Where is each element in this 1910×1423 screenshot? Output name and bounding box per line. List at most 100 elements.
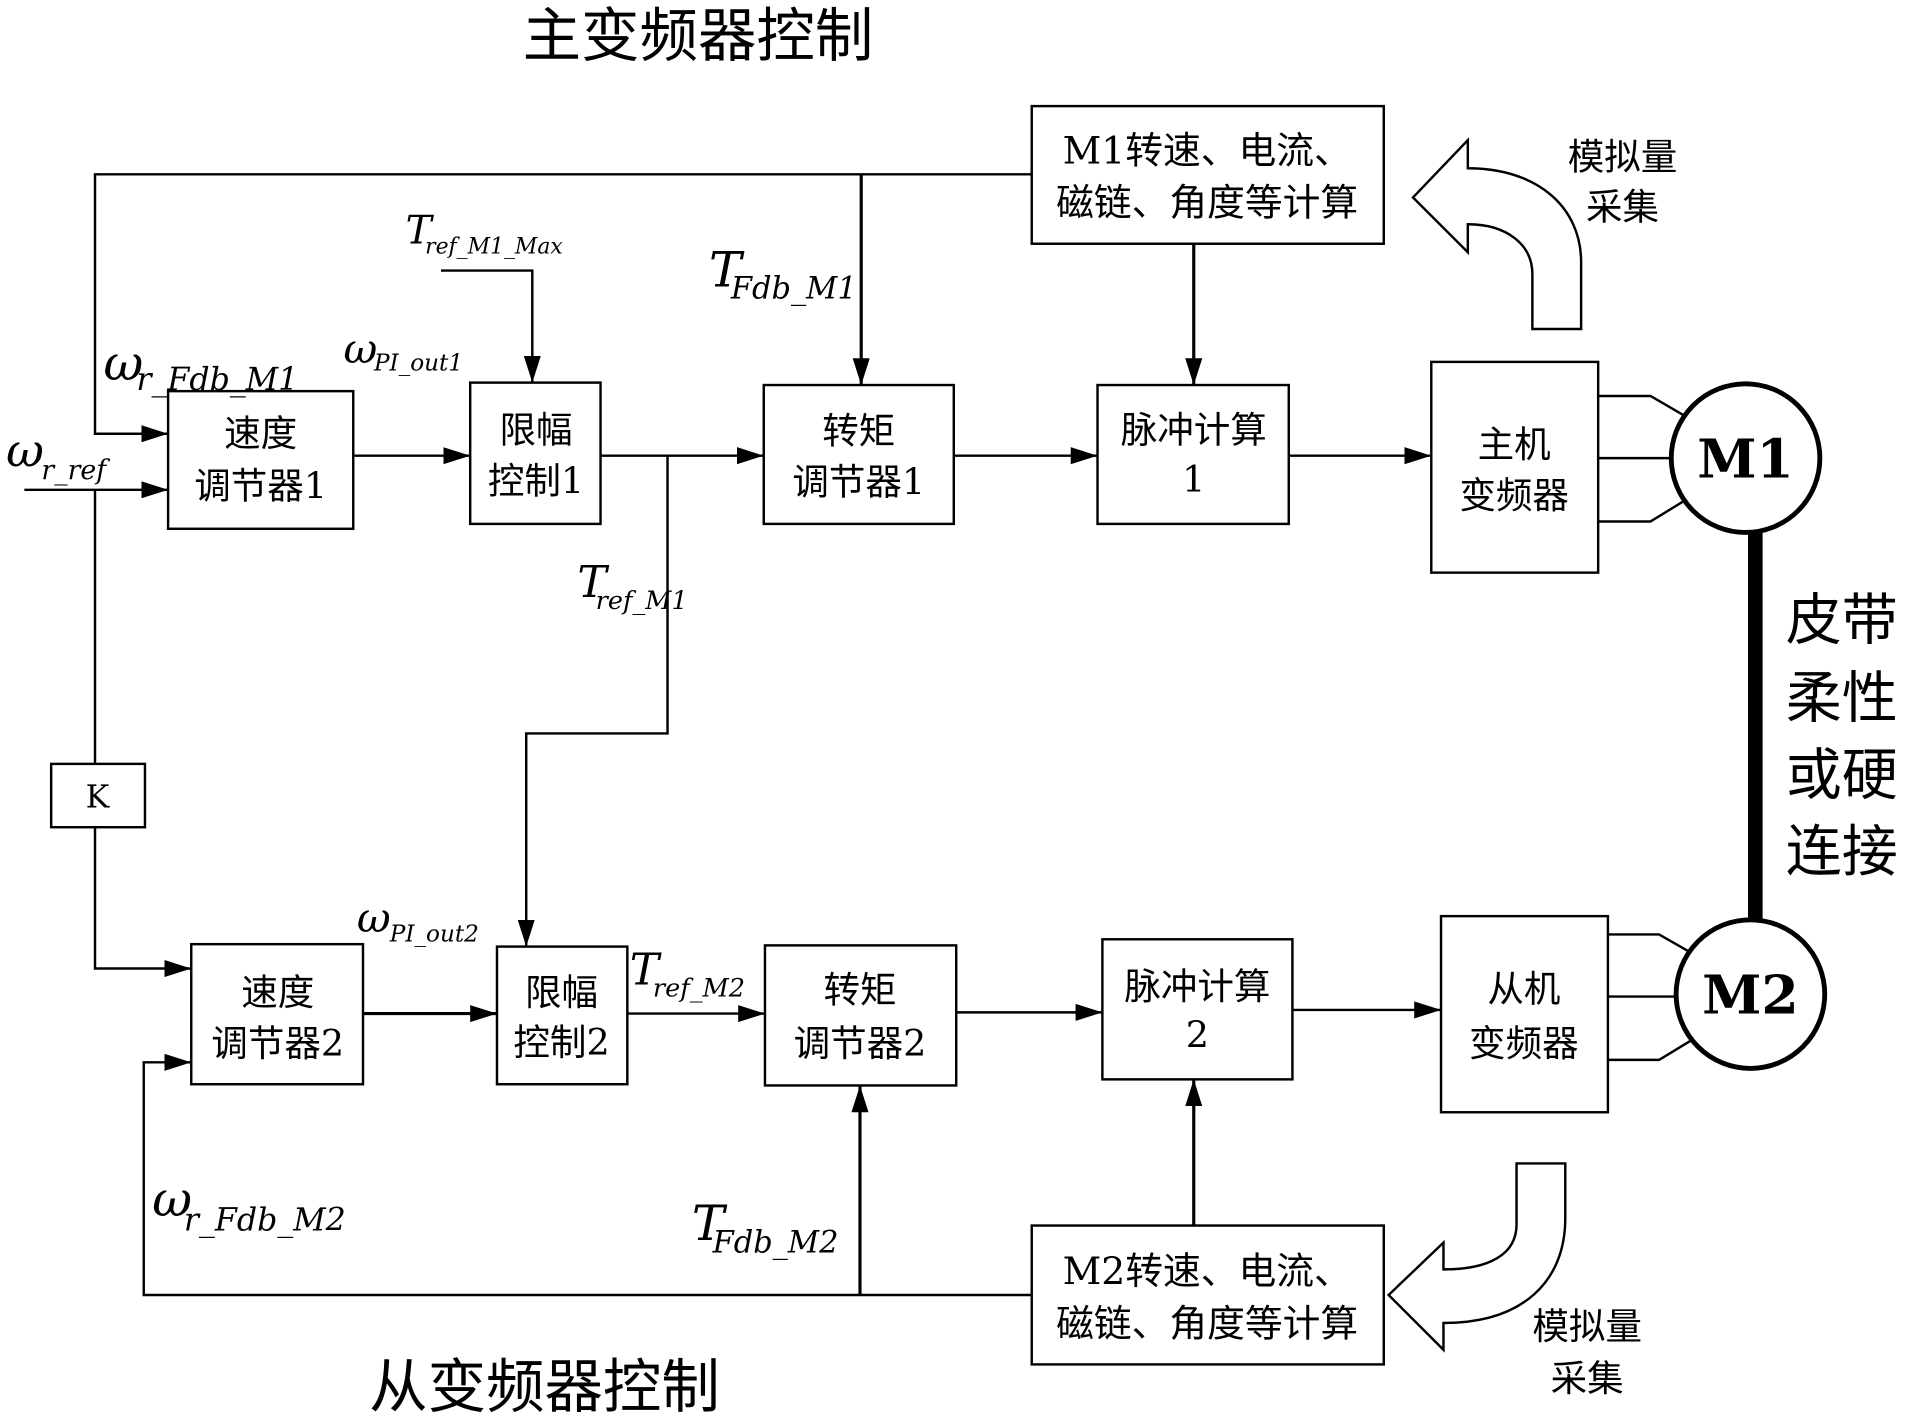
limiter-1-block: 限幅 控制1 bbox=[468, 381, 602, 526]
signal-w-r-ref: ω r_ref bbox=[6, 424, 110, 486]
m2-calc-line-1: M2转速、电流、 bbox=[1063, 1249, 1352, 1293]
torque-regulator-1-line-2: 调节器1 bbox=[792, 461, 925, 504]
signal-w-r-fdb-m1-sub: r_Fdb_M1 bbox=[136, 362, 298, 398]
torque-regulator-2-line-1: 转矩 bbox=[823, 969, 896, 1012]
slave-inverter-box bbox=[1439, 914, 1610, 1114]
pulse-calc-1-box bbox=[1096, 383, 1290, 526]
m1-calc-block: M1转速、电流、 磁链、角度等计算 bbox=[1030, 104, 1385, 245]
master-inverter-block: 主机 变频器 bbox=[1430, 360, 1600, 574]
pulse-calc-2-line-1: 脉冲计算 bbox=[1124, 965, 1270, 1008]
pulse-calc-1-line-1: 脉冲计算 bbox=[1121, 408, 1267, 451]
coupling-label-line-2: 柔性 bbox=[1786, 667, 1898, 732]
pulse-calc-2-line-2: 2 bbox=[1186, 1014, 1209, 1057]
signal-t-fdb-m2-sub: Fdb_M2 bbox=[712, 1225, 839, 1260]
limiter-1-line-1: 限幅 bbox=[499, 408, 572, 451]
speed-regulator-2-box bbox=[190, 942, 365, 1086]
coupling-label-line-4: 连接 bbox=[1786, 820, 1898, 885]
signal-w-pi-out1: ω PI_out1 bbox=[344, 325, 464, 376]
m2-calc-block: M2转速、电流、 磁链、角度等计算 bbox=[1030, 1224, 1385, 1366]
signal-w-r-fdb-m1: ω r_Fdb_M1 bbox=[104, 336, 299, 398]
signal-w-r-fdb-m2-sub: r_Fdb_M2 bbox=[184, 1202, 346, 1238]
m1-calc-line-1: M1转速、电流、 bbox=[1063, 128, 1352, 172]
signal-t-ref-m1-max-sub: ref_M1_Max bbox=[425, 234, 563, 259]
wire-torque-ref-m1-to-limiter2 bbox=[517, 455, 669, 947]
signal-t-fdb-m2: T Fdb_M2 bbox=[692, 1196, 839, 1260]
speed-regulator-1-block: 速度 调节器1 bbox=[166, 389, 355, 531]
master-inverter-box bbox=[1430, 360, 1600, 574]
wire-master-inverter-phase-c bbox=[1598, 497, 1689, 523]
wire-m1-speed-feedback bbox=[93, 173, 1032, 443]
speed-regulator-1-line-2: 调节器1 bbox=[194, 464, 327, 507]
limiter-2-box bbox=[495, 945, 629, 1086]
signal-w-r-fdb-m1-symbol: ω bbox=[104, 336, 144, 392]
motor-m1-label: M1 bbox=[1697, 428, 1794, 491]
acquisition-arrow-bottom-icon bbox=[1386, 1162, 1567, 1353]
signal-w-pi-out1-symbol: ω bbox=[344, 325, 378, 373]
speed-regulator-1-line-1: 速度 bbox=[224, 412, 297, 455]
signal-w-r-fdb-m2: ω r_Fdb_M2 bbox=[152, 1172, 346, 1239]
signal-t-ref-m1-max: T ref_M1_Max bbox=[406, 209, 564, 260]
master-control-title: 主变频器控制 bbox=[523, 2, 874, 70]
signal-t-ref-m1: T ref_M1 bbox=[577, 557, 687, 616]
k-gain-label: K bbox=[86, 780, 111, 816]
coupling-label: 皮带 柔性 或硬 连接 bbox=[1786, 589, 1898, 885]
wire-m2-speed-feedback bbox=[142, 1053, 1032, 1297]
signal-w-pi-out2-symbol: ω bbox=[357, 894, 391, 942]
acquisition-bottom-line-2: 采集 bbox=[1551, 1357, 1624, 1400]
signal-t-fdb-m1: T Fdb_M1 bbox=[709, 242, 857, 306]
signal-t-fdb-m2-symbol: T bbox=[692, 1196, 728, 1252]
motor-m1: M1 bbox=[1668, 381, 1823, 535]
signal-w-r-fdb-m2-symbol: ω bbox=[152, 1172, 192, 1228]
acquisition-bottom-line-1: 模拟量 bbox=[1532, 1305, 1642, 1348]
slave-control-title: 从变频器控制 bbox=[369, 1353, 720, 1421]
slave-inverter-line-1: 从机 bbox=[1487, 967, 1560, 1010]
pulse-calc-1-line-2: 1 bbox=[1182, 458, 1205, 501]
speed-regulator-1-box bbox=[166, 389, 355, 531]
limiter-2-line-2: 控制2 bbox=[513, 1021, 609, 1064]
signal-w-pi-out2: ω PI_out2 bbox=[357, 894, 479, 948]
limiter-2-block: 限幅 控制2 bbox=[495, 945, 629, 1086]
torque-regulator-2-box bbox=[763, 944, 958, 1087]
motor-m2: M2 bbox=[1673, 917, 1828, 1071]
pulse-calc-2-box bbox=[1101, 938, 1294, 1081]
signal-w-r-ref-sub: r_ref bbox=[41, 455, 110, 486]
m2-calc-line-2: 磁链、角度等计算 bbox=[1056, 1301, 1358, 1345]
m2-calc-box bbox=[1030, 1224, 1385, 1366]
torque-regulator-1-box bbox=[762, 383, 955, 526]
signal-t-fdb-m1-symbol: T bbox=[709, 242, 745, 298]
wire-slave-inverter-phase-c bbox=[1607, 1038, 1694, 1062]
limiter-2-line-1: 限幅 bbox=[525, 971, 598, 1014]
slave-inverter-line-2: 变频器 bbox=[1469, 1022, 1579, 1065]
wire-torque-limit-max bbox=[440, 269, 541, 383]
pulse-calc-2-block: 脉冲计算 2 bbox=[1101, 938, 1294, 1081]
torque-regulator-1-block: 转矩 调节器1 bbox=[762, 383, 955, 526]
signal-t-ref-m1-symbol: T bbox=[577, 557, 609, 608]
signal-t-ref-m1-max-symbol: T bbox=[406, 209, 435, 254]
signal-t-ref-m1-sub: ref_M1 bbox=[596, 586, 688, 616]
master-inverter-line-1: 主机 bbox=[1478, 423, 1551, 466]
motor-m2-label: M2 bbox=[1702, 964, 1799, 1027]
speed-regulator-2-line-2: 调节器2 bbox=[211, 1022, 344, 1065]
torque-regulator-2-block: 转矩 调节器2 bbox=[763, 944, 958, 1087]
slave-inverter-block: 从机 变频器 bbox=[1439, 914, 1610, 1114]
acquisition-arrow-top-icon bbox=[1411, 137, 1583, 331]
limiter-1-box bbox=[468, 381, 602, 526]
signal-w-r-ref-symbol: ω bbox=[6, 424, 44, 478]
acquisition-top-line-1: 模拟量 bbox=[1568, 135, 1678, 178]
signal-t-ref-m2-sub: ref_M2 bbox=[653, 974, 745, 1004]
signal-t-ref-m2-symbol: T bbox=[630, 944, 662, 995]
master-inverter-line-2: 变频器 bbox=[1459, 474, 1569, 517]
torque-regulator-2-line-2: 调节器2 bbox=[794, 1022, 927, 1065]
wire-slave-inverter-phase-a bbox=[1607, 933, 1694, 955]
limiter-1-line-2: 控制1 bbox=[488, 459, 584, 502]
coupling-label-line-1: 皮带 bbox=[1786, 589, 1898, 654]
m1-calc-line-2: 磁链、角度等计算 bbox=[1056, 181, 1358, 225]
signal-w-pi-out1-sub: PI_out1 bbox=[373, 350, 463, 376]
k-gain-box bbox=[49, 762, 147, 829]
signal-w-pi-out2-sub: PI_out2 bbox=[389, 922, 479, 948]
speed-regulator-2-block: 速度 调节器2 bbox=[190, 942, 365, 1086]
m1-calc-box bbox=[1030, 104, 1385, 245]
pulse-calc-1-block: 脉冲计算 1 bbox=[1096, 383, 1290, 526]
speed-regulator-2-line-1: 速度 bbox=[241, 971, 314, 1014]
